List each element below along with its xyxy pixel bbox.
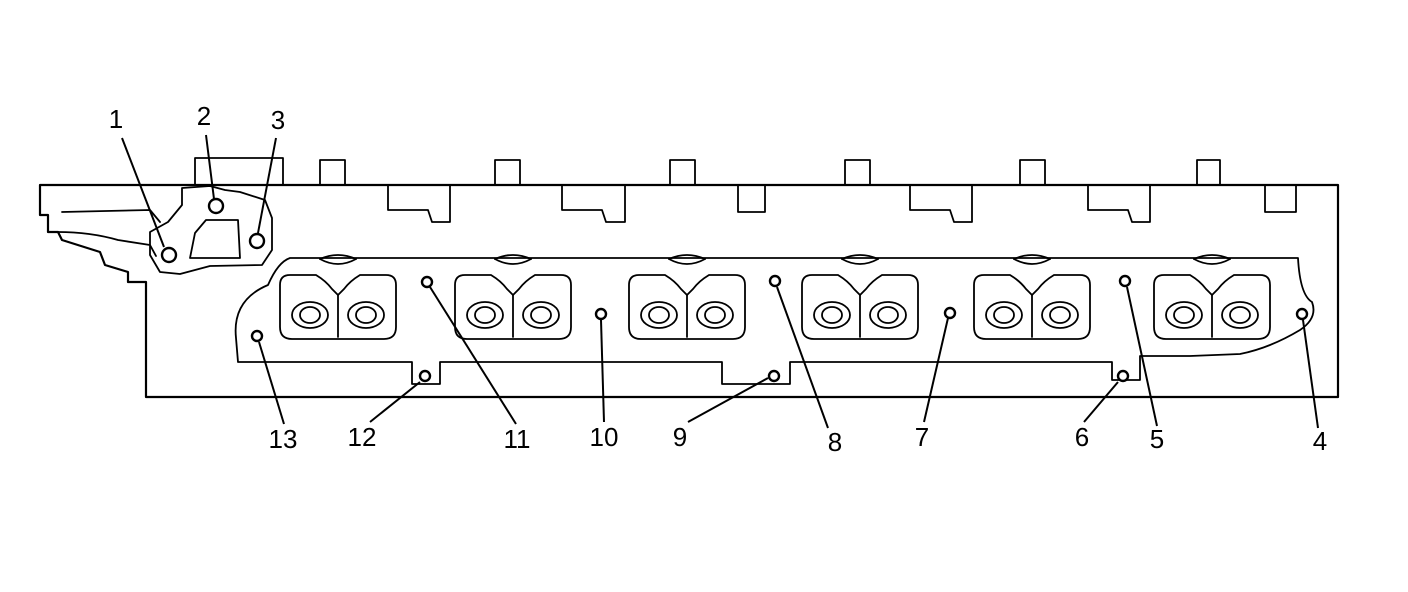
bolt-hole-1 [160, 246, 178, 264]
leader-6 [1083, 381, 1119, 423]
callout-12: 12 [348, 422, 377, 452]
chamber-6 [1153, 254, 1271, 340]
leader-8 [776, 286, 829, 429]
bolt-hole-4 [1295, 307, 1309, 321]
leader-11 [429, 286, 517, 425]
callout-1: 1 [109, 104, 123, 134]
bolt-holes [160, 197, 1309, 383]
bolt-hole-2 [207, 197, 225, 215]
chamber-1 [279, 254, 397, 340]
chamber-3 [628, 254, 746, 340]
bolt-hole-6 [1116, 369, 1130, 383]
callout-2: 2 [197, 101, 211, 131]
bolt-hole-8 [768, 274, 782, 288]
leader-3 [257, 137, 277, 234]
callout-11: 11 [504, 424, 531, 454]
chamber-4 [801, 254, 919, 340]
leader-13 [258, 341, 285, 425]
bolt-hole-10 [594, 307, 608, 321]
bolt-hole-12 [418, 369, 432, 383]
callout-labels: 1 2 3 4 5 6 7 8 9 10 11 12 13 [109, 101, 1327, 457]
leader-12 [369, 381, 421, 423]
callout-9: 9 [673, 422, 687, 452]
callout-8: 8 [828, 427, 842, 457]
callout-6: 6 [1075, 422, 1089, 452]
bolt-hole-5 [1118, 274, 1132, 288]
callout-10: 10 [590, 422, 619, 452]
bolt-hole-11 [420, 275, 434, 289]
chamber-5 [973, 254, 1091, 340]
callout-7: 7 [915, 422, 929, 452]
leader-2 [205, 134, 215, 200]
bolt-hole-3 [248, 232, 266, 250]
leader-9 [687, 377, 769, 423]
callout-3: 3 [271, 105, 285, 135]
leader-lines [121, 134, 1319, 429]
chamber-2 [454, 254, 572, 340]
leader-4 [1302, 319, 1319, 429]
leader-7 [923, 317, 949, 423]
leader-10 [600, 319, 605, 423]
combustion-chambers [279, 254, 1271, 340]
leader-5 [1126, 286, 1158, 427]
cylinder-head-outline [38, 157, 1340, 399]
bolt-hole-9 [767, 369, 781, 383]
callout-4: 4 [1313, 426, 1327, 456]
bolt-hole-13 [250, 329, 264, 343]
bolt-hole-7 [943, 306, 957, 320]
callout-13: 13 [269, 424, 298, 454]
gasket-outline [234, 257, 1315, 385]
leader-1 [121, 137, 165, 248]
callout-5: 5 [1150, 424, 1164, 454]
